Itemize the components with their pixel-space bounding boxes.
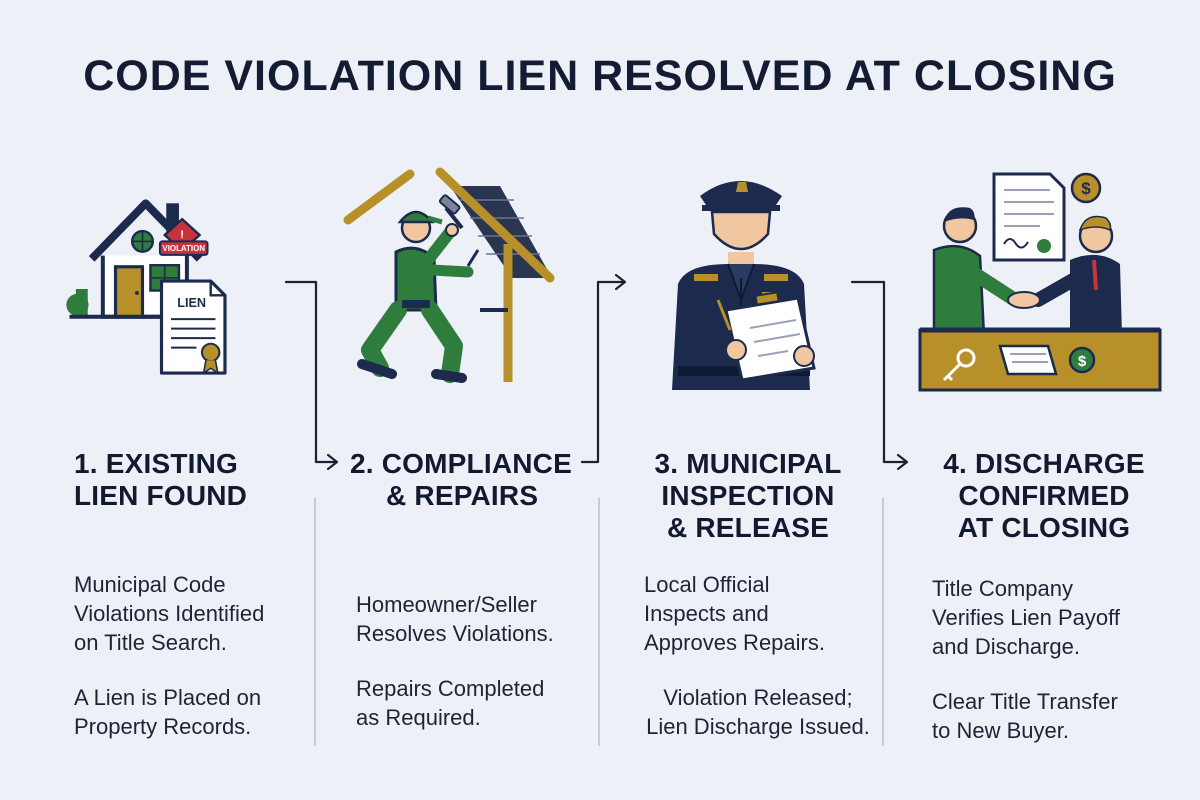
lien-document-icon: LIEN: [159, 279, 227, 375]
handshake-icon: [932, 207, 1122, 338]
page-title: CODE VIOLATION LIEN RESOLVED AT CLOSING: [83, 52, 1117, 100]
svg-text:$: $: [1078, 353, 1087, 370]
svg-text:!: !: [180, 229, 184, 241]
worker-icon: [357, 194, 480, 383]
step-4: $ $ 4. DIS: [900, 0, 1190, 800]
step-4-title: 4. DISCHARGE CONFIRMED AT CLOSING: [943, 448, 1145, 543]
repair-worker-illustration: [343, 167, 555, 383]
dollar-coin-icon: $: [1068, 346, 1096, 374]
step-1-description: Municipal Code Violations Identified on …: [74, 572, 265, 739]
closing-handshake-illustration: $ $: [918, 172, 1162, 392]
step-3-title: 3. MUNICIPAL INSPECTION & RELEASE: [654, 448, 842, 543]
step-3: 3. MUNICIPAL INSPECTION & RELEASE Local …: [600, 0, 890, 800]
house-lien-illustration: VIOLATION ! LIEN: [66, 199, 227, 375]
lien-doc-label: LIEN: [177, 296, 206, 310]
step-1: VIOLATION ! LIEN 1. EXISTING LIEN FOUND …: [0, 0, 290, 800]
step-2-title: 2. COMPLIANCE & REPAIRS: [350, 448, 572, 511]
step-2: 2. COMPLIANCE & REPAIRS Homeowner/Seller…: [300, 0, 590, 800]
svg-text:$: $: [1081, 179, 1091, 198]
step-3-description: Local Official Inspects and Approves Rep…: [644, 572, 870, 739]
violation-badge-text: VIOLATION: [162, 244, 205, 253]
step-2-description: Homeowner/Seller Resolves Violations. Re…: [356, 592, 554, 730]
clipboard-icon: [716, 291, 816, 382]
column-divider-3: [882, 498, 884, 746]
papers-icon: [998, 344, 1058, 376]
roof-frame-icon: [343, 167, 555, 382]
column-divider-1: [314, 498, 316, 746]
column-divider-2: [598, 498, 600, 746]
key-icon: [942, 348, 976, 382]
inspector-illustration: [672, 181, 816, 390]
document-icon: [992, 172, 1066, 262]
dollar-coin-icon: $: [1070, 172, 1102, 204]
warning-sign-icon: VIOLATION !: [158, 217, 209, 256]
step-1-title: 1. EXISTING LIEN FOUND: [74, 448, 248, 511]
step-4-description: Title Company Verifies Lien Payoff and D…: [932, 576, 1120, 743]
